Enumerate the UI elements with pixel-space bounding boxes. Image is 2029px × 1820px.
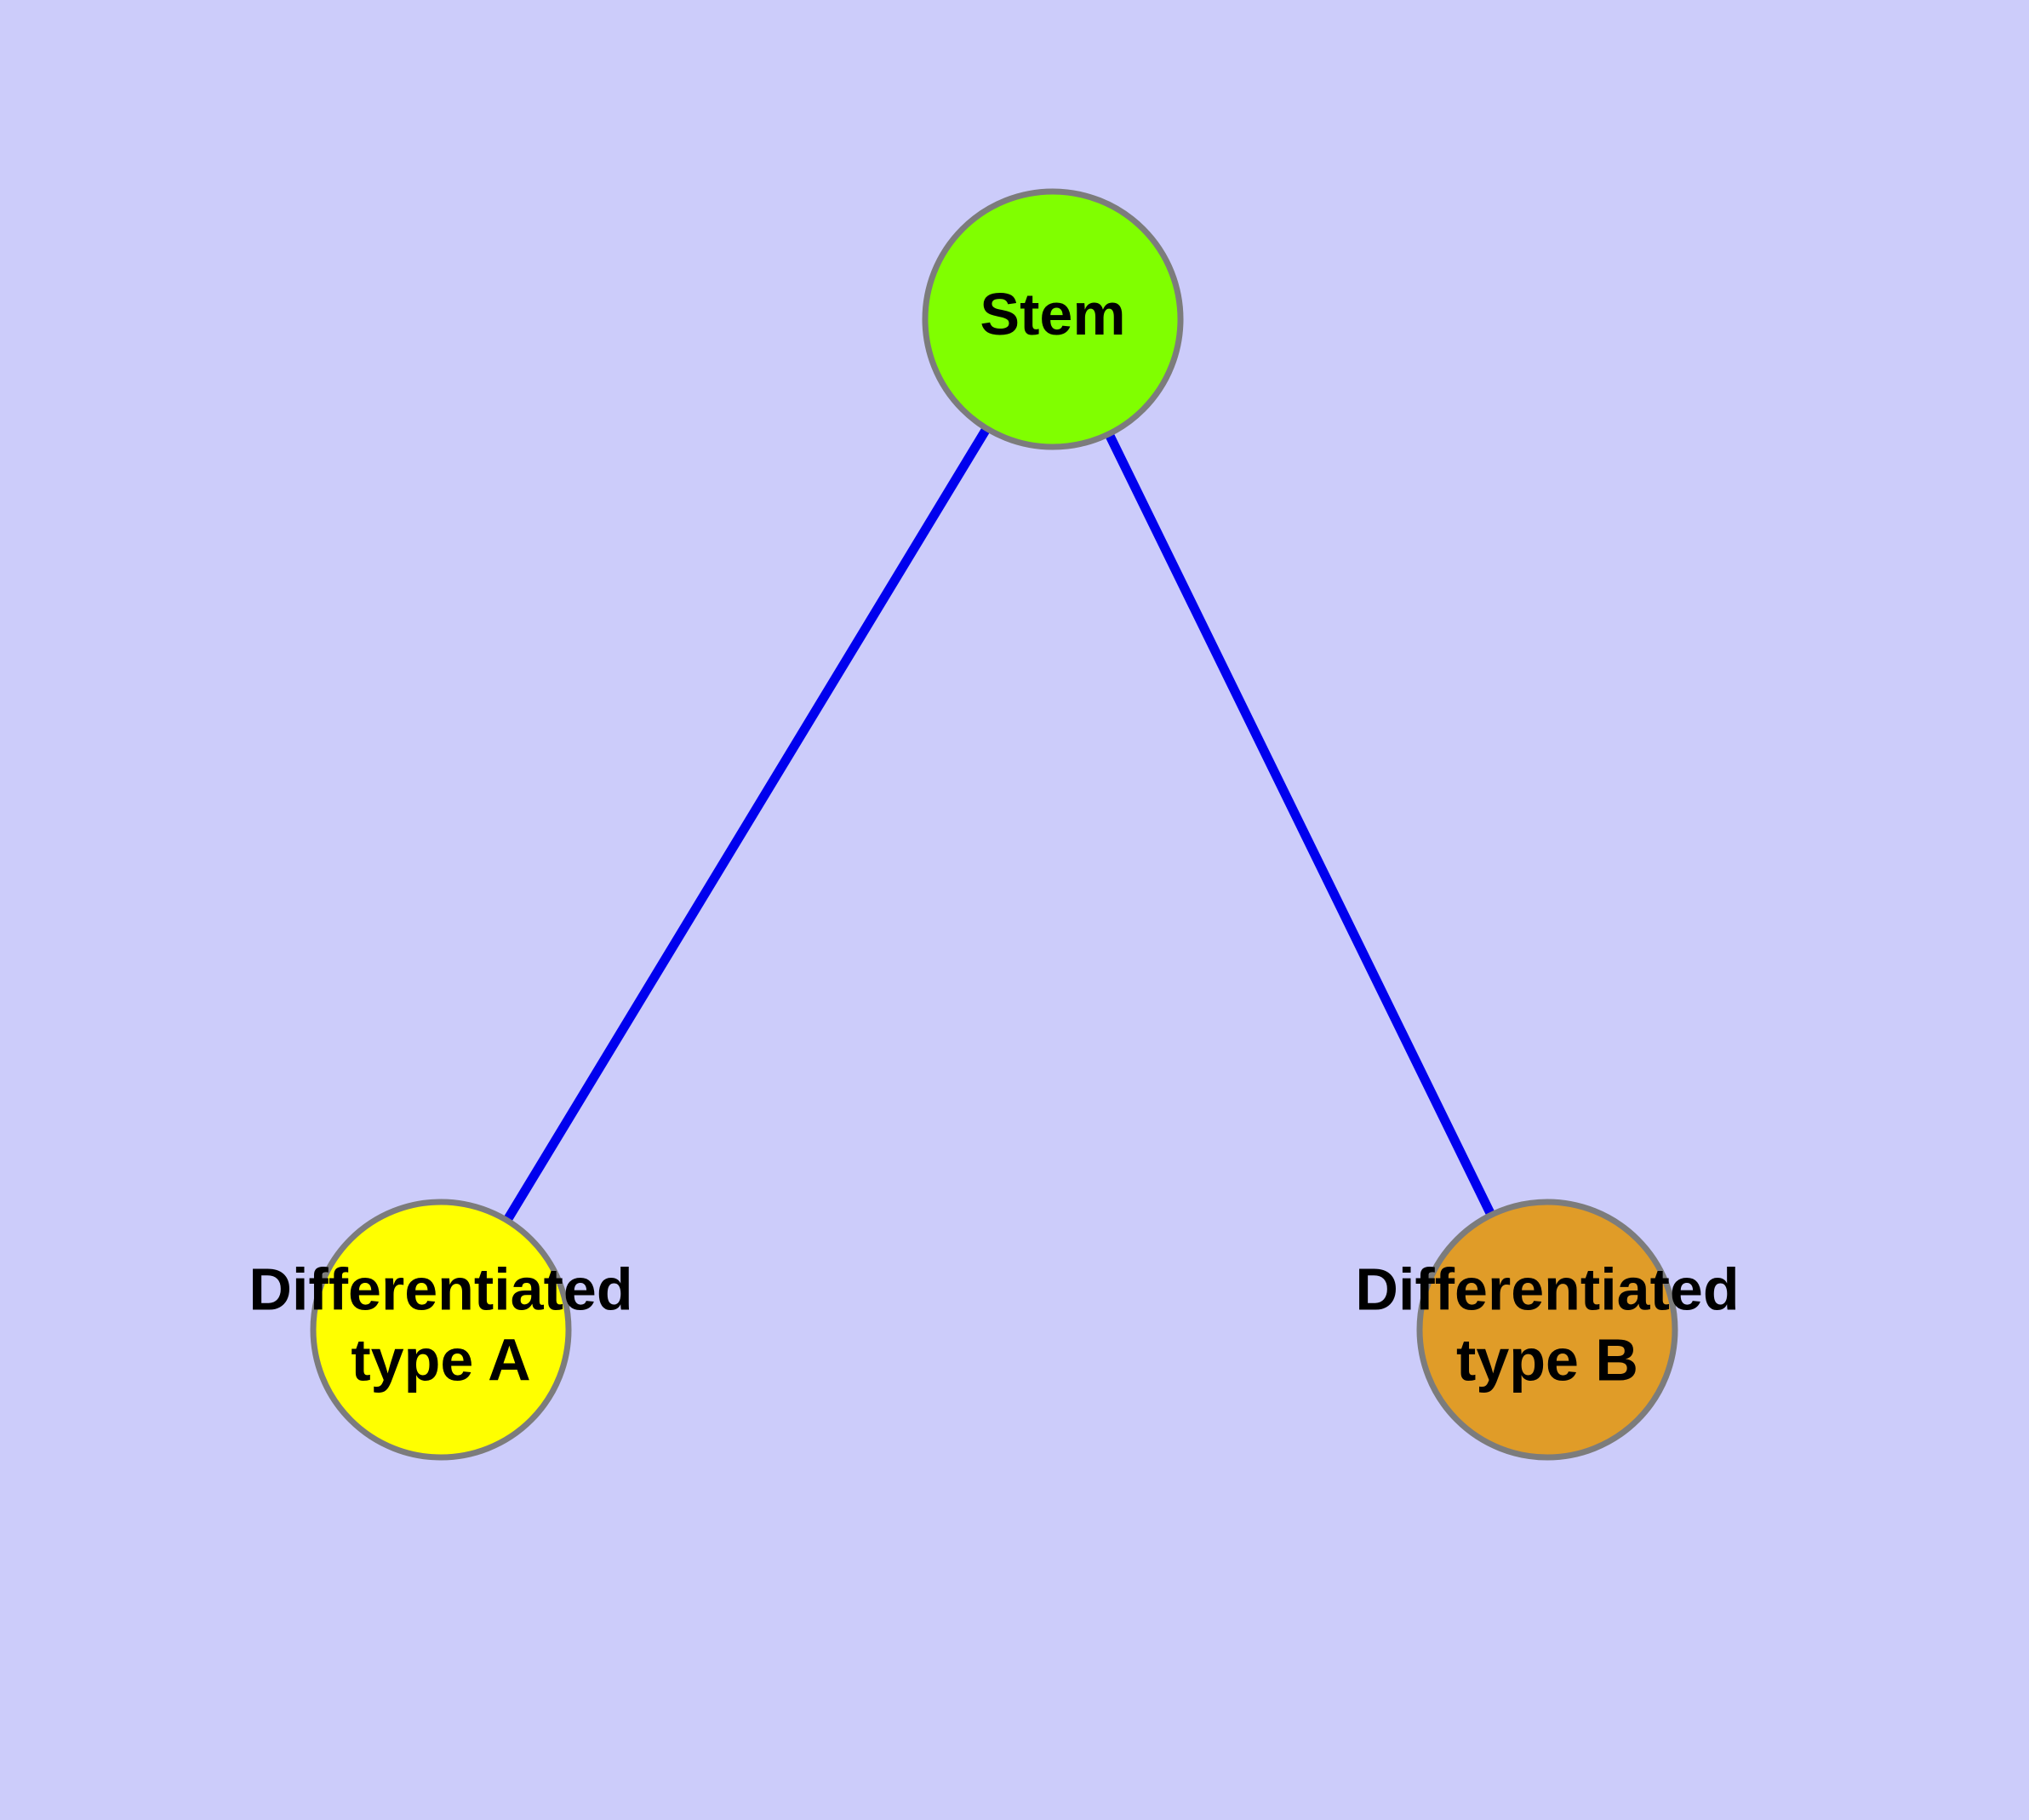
node-label-line: type A xyxy=(351,1327,530,1394)
node-circle-stem[interactable] xyxy=(922,188,1184,450)
node-label-line: Differentiated xyxy=(1355,1256,1739,1323)
node-label-stem: Stem xyxy=(980,281,1125,347)
graph-edge-stem-to-diff-a xyxy=(501,424,992,1225)
node-label-line: Stem xyxy=(980,281,1125,347)
node-circle-diff-a[interactable] xyxy=(310,1199,572,1461)
edges-layer xyxy=(501,424,1496,1225)
node-label-line: type B xyxy=(1456,1327,1638,1394)
graph-node-stem[interactable]: Stem xyxy=(922,188,1184,450)
node-label-line: Differentiated xyxy=(249,1256,632,1323)
node-circle-diff-b[interactable] xyxy=(1416,1199,1678,1461)
graph-edge-stem-to-diff-b xyxy=(1104,430,1496,1219)
